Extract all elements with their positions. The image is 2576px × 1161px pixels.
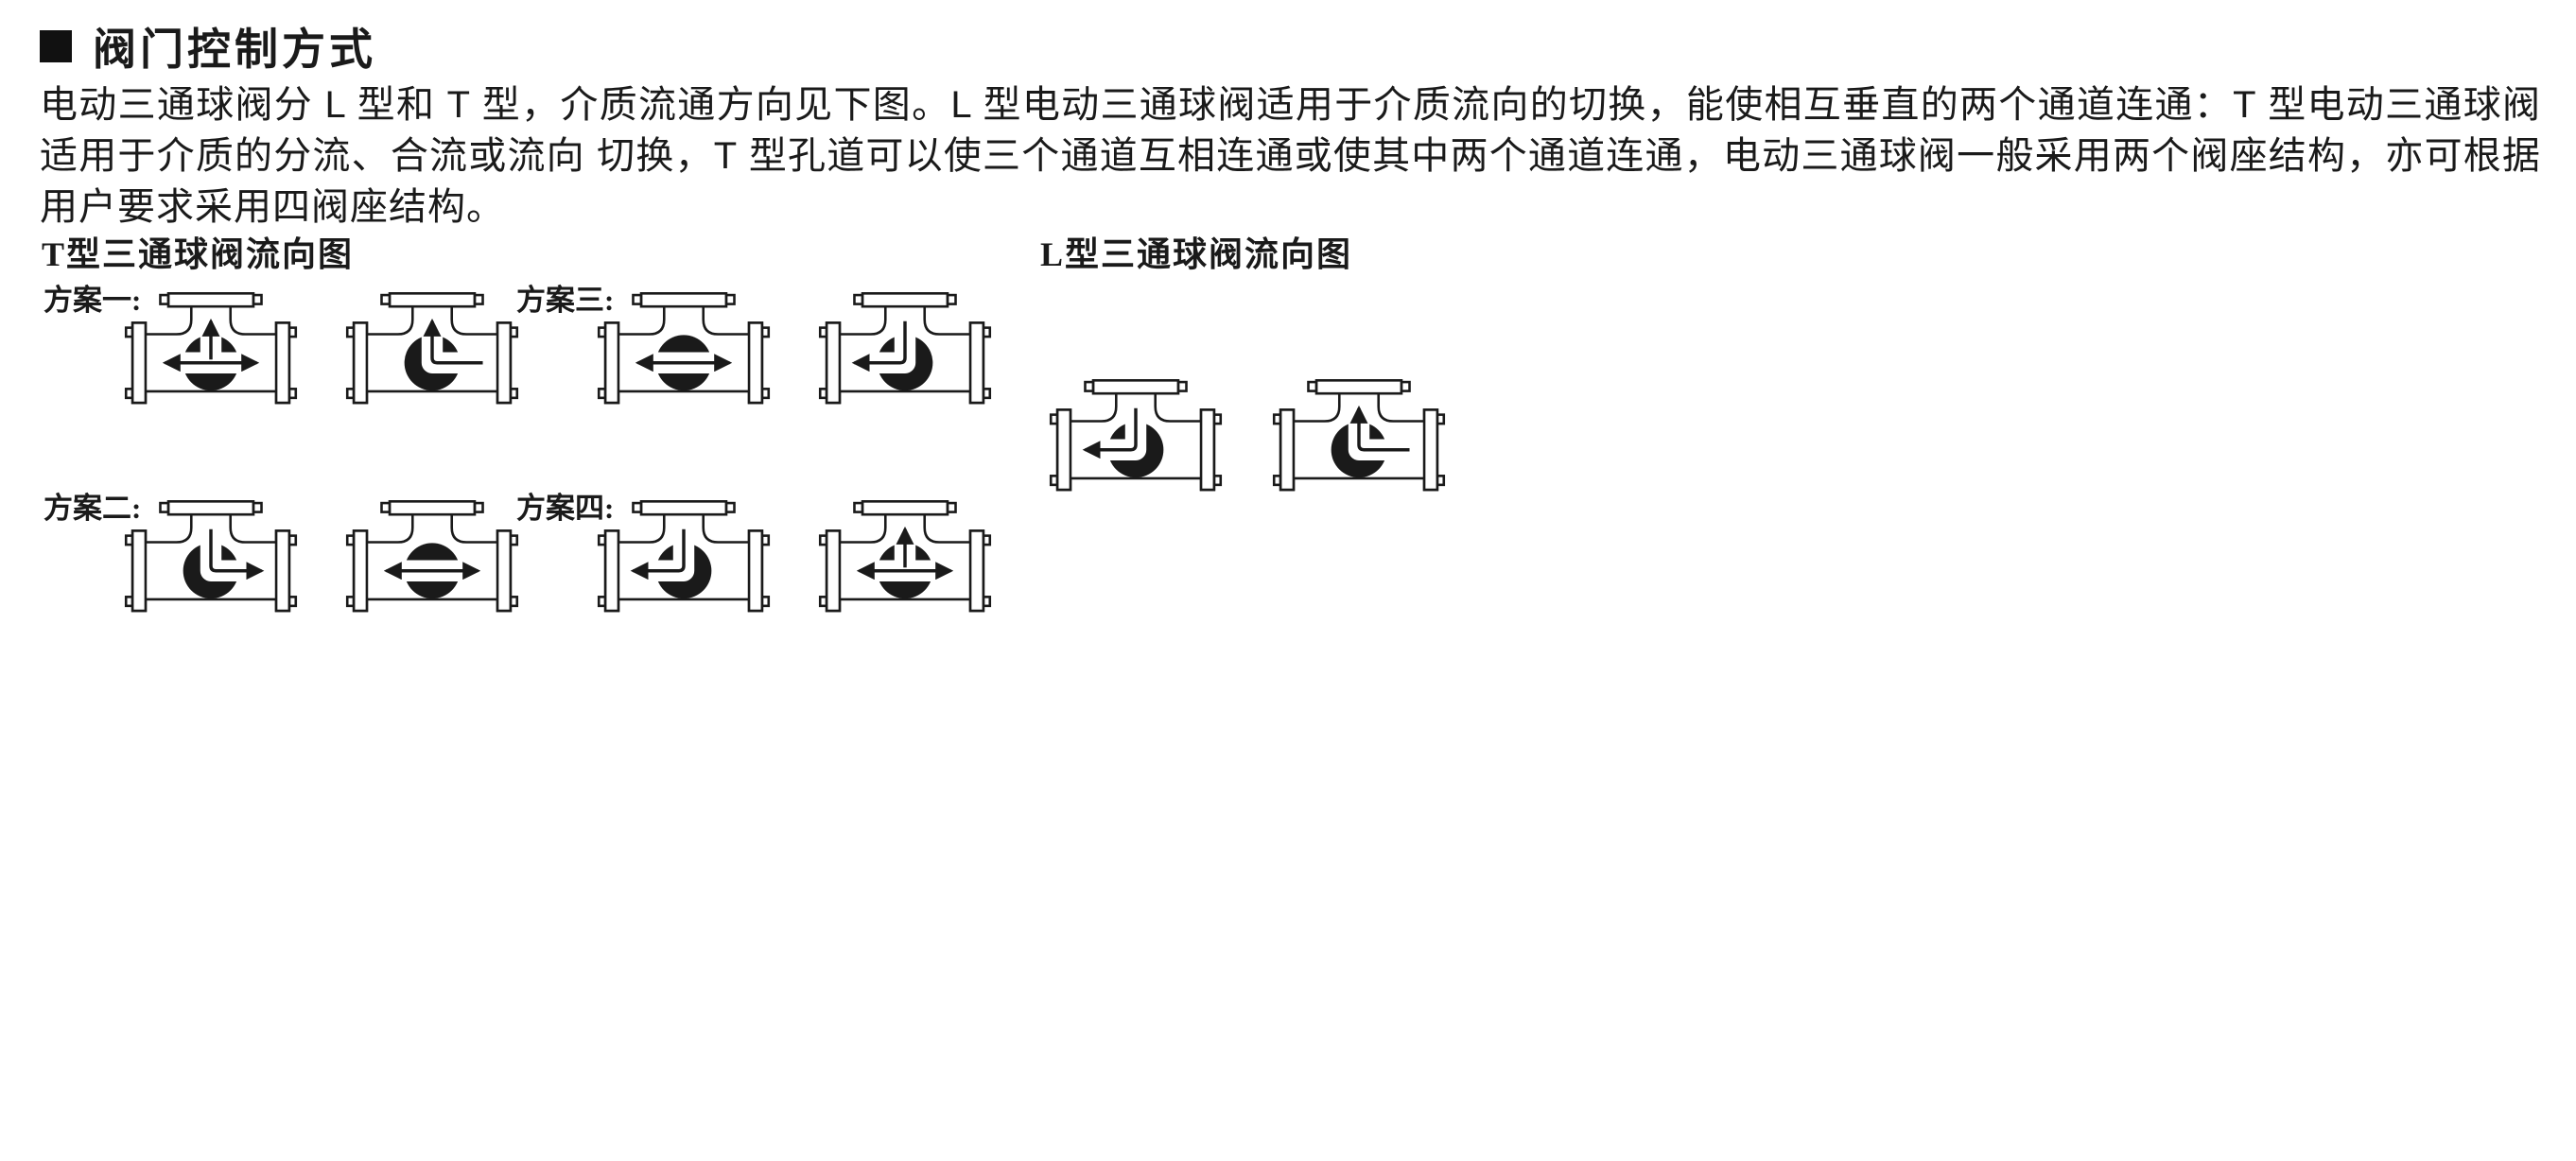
scheme-2-valves: [121, 492, 522, 647]
valve-diagram-l-top-to-left: [1046, 371, 1226, 526]
scheme-4-label: 方案四:: [516, 492, 615, 525]
intro-paragraph: 电动三通球阀分 L 型和 T 型，介质流通方向见下图。L 型电动三通球阀适用于介…: [40, 84, 2541, 228]
scheme-1-valves: [121, 284, 522, 439]
valve-diagram-t-open: [121, 284, 301, 439]
valve-diagram-right-to-top: [342, 284, 522, 439]
scheme-2: 方案二:: [42, 480, 590, 679]
scheme-1: 方案一:: [42, 272, 590, 471]
scheme-4-valves: [594, 492, 995, 647]
scheme-3: 方案三:: [514, 272, 1063, 471]
page-title: 阀门控制方式: [93, 25, 376, 74]
scheme-4: 方案四:: [514, 480, 1063, 679]
section-marker-icon: [40, 30, 72, 62]
valve-diagram-straight: [342, 492, 522, 647]
scheme-2-label: 方案二:: [44, 492, 142, 525]
valve-diagram-straight: [594, 284, 774, 439]
scheme-3-label: 方案三:: [516, 284, 615, 317]
l-section-title: L型三通球阀流向图: [1040, 235, 1353, 273]
section-header: 阀门控制方式: [40, 15, 376, 78]
l-valve-row: [1046, 371, 1449, 526]
scheme-1-label: 方案一:: [44, 284, 142, 317]
scheme-3-valves: [594, 284, 995, 439]
t-section-title: T型三通球阀流向图: [42, 235, 355, 273]
valve-diagram-top-to-left: [594, 492, 774, 647]
valve-diagram-top-to-left: [815, 284, 995, 439]
valve-diagram-top-to-right: [121, 492, 301, 647]
valve-diagram-t-open: [815, 492, 995, 647]
valve-diagram-l-right-to-top: [1269, 371, 1449, 526]
